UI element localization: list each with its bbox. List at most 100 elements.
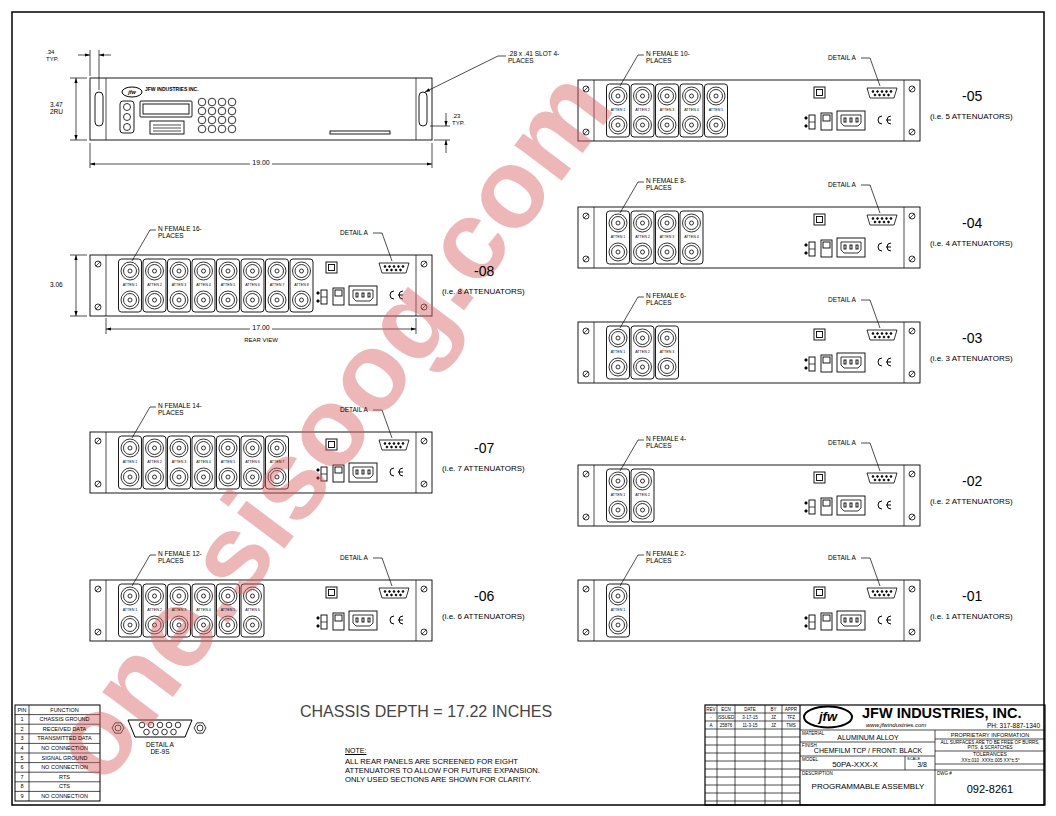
n-connector [661,361,674,374]
connector-callout: N FEMALE 8-PLACES [646,177,690,191]
n-connector-pin [616,94,620,98]
db9-pin [402,591,404,593]
n-connector-pin [665,250,669,254]
keypad-key [208,125,216,133]
leader-line [861,185,870,186]
n-connector [293,262,311,280]
ethernet-jack [814,587,825,598]
n-connector [244,262,262,280]
screw-slot [422,262,426,266]
panel-ear-line [416,580,417,641]
db9-pin [144,729,150,735]
n-connector-pin [616,336,620,340]
leader-line [498,56,506,57]
fuse [809,122,815,123]
panel-ear-line [106,78,107,140]
atten-label: ATTEN 4 [196,608,211,612]
db9-connector [867,588,897,598]
panel-brand: JFW INDUSTRIES INC. [145,87,199,93]
fuse [809,364,815,365]
view-title: REAR VIEW [244,337,278,344]
attenuator-section [607,326,630,379]
db9-pin [391,594,393,596]
db9-pin [879,94,881,96]
table-rule [15,753,100,754]
n-connector [146,616,164,634]
field-name: MATERIAL [802,731,824,736]
pin-table-cell: NO CONNECTION [41,764,88,770]
n-connector [710,119,723,132]
revision-cell: JZ [771,723,776,728]
led [317,300,319,302]
arrowhead [425,88,430,92]
atten-label: ATTEN 6 [245,283,260,287]
screw-slot [96,262,100,266]
power-inlet [353,615,373,626]
attenuator-section [705,84,728,137]
n-connector [658,87,676,105]
n-connector-pin [300,298,304,302]
screw [421,438,427,444]
n-connector [148,619,161,632]
n-connector-pin [202,475,206,479]
table-rule [800,730,1045,731]
db9-pin [877,476,879,478]
chassis-depth-note: CHASSIS DEPTH = 17.22 INCHES [300,703,552,721]
n-connector-pin [641,94,645,98]
table-rule [705,769,800,770]
power-inlet [837,238,865,257]
screw [909,629,915,635]
table-rule [705,753,800,754]
panel-ear-line [904,465,905,526]
pin-table-cell: RECEIVED DATA [43,726,87,732]
n-connector [219,587,237,605]
leader-line [382,558,392,586]
arrowhead [444,140,447,145]
n-connector [268,468,286,486]
attenuator-section [241,259,264,312]
mounting-hole [115,725,121,731]
screw-slot [422,439,426,443]
db9-pin [877,91,879,93]
fuse [321,622,327,623]
attenuator-section [192,584,215,637]
detail-callout: DETAIL A [340,229,368,236]
db9-pin [881,591,883,593]
attenuator-section [217,584,240,637]
n-connector [612,246,625,259]
keypad-key [208,98,216,106]
pin-table-cell: CHASSIS GROUND [39,716,89,722]
led [317,469,319,471]
screw-slot [584,130,588,134]
connector-callout: N FEMALE 16-PLACES [158,225,202,239]
n-connector [195,291,213,309]
screw [95,481,101,487]
n-connector [124,471,137,484]
led [805,359,807,361]
atten-label: ATTEN 2 [635,108,650,112]
n-connector [609,116,627,134]
panel-ear-line [594,80,595,141]
n-connector [271,294,284,307]
led [805,252,807,254]
atten-label: ATTEN 6 [245,608,260,612]
power-inlet [349,463,377,482]
ethernet-jack [814,329,825,340]
leader-line [373,233,382,234]
screw-slot [910,87,914,91]
power-switch [823,357,830,363]
db9-pin [883,479,885,481]
table-rule [705,713,800,714]
screw-slot [422,482,426,486]
revision-cell: APPR [785,707,797,712]
db9-pin [872,476,874,478]
n-connector [124,590,137,603]
table-rule [935,764,1045,765]
n-connector-pin [202,594,206,598]
inlet-pin [850,360,852,364]
model-plate [150,121,184,134]
inlet-pin [362,618,364,622]
n-connector-pin [177,475,181,479]
atten-label: ATTEN 2 [147,283,162,287]
screw-slot [96,587,100,591]
